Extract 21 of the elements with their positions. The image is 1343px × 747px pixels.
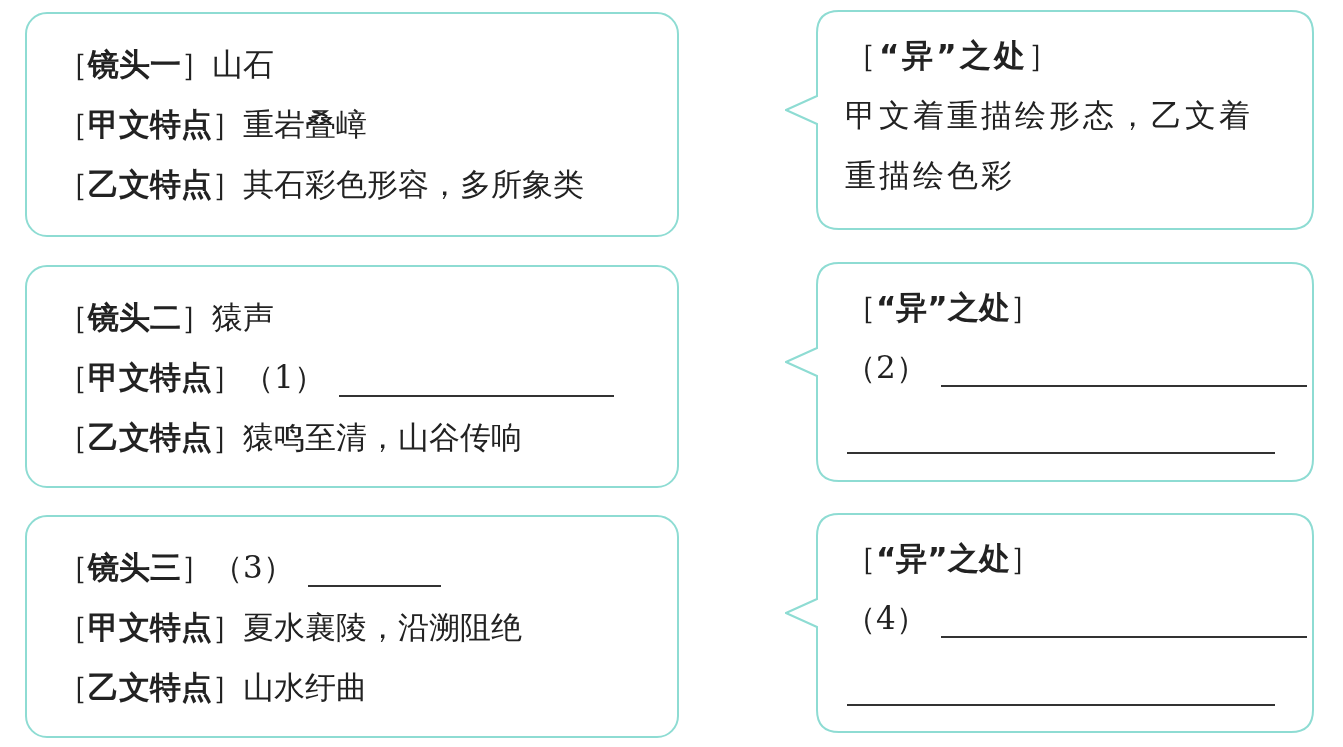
card-text: ［乙文特点］其石彩色形容，多所象类 <box>57 165 584 204</box>
card-text: ［镜头三］（3） <box>57 548 294 587</box>
card-text: ［乙文特点］山水纡曲 <box>57 668 367 707</box>
text-card <box>25 265 679 488</box>
bubble-text: （2） <box>845 348 927 387</box>
card-text: ［甲文特点］夏水襄陵，沿溯阻绝 <box>57 608 522 647</box>
bubble-text: ［“异”之处］ <box>845 288 1041 327</box>
card-text: ［镜头一］山石 <box>57 45 274 84</box>
card-text: ［乙文特点］猿鸣至清，山谷传响 <box>57 418 522 457</box>
speech-bubble <box>785 10 1314 230</box>
bubble-text: ［“异”之处］ <box>845 36 1063 75</box>
text-card <box>25 12 679 237</box>
speech-bubble <box>785 262 1314 482</box>
card-text: ［甲文特点］（1） <box>57 358 325 397</box>
speech-bubble <box>785 513 1314 733</box>
bubble-text: ［“异”之处］ <box>845 539 1041 578</box>
bubble-text: 甲文着重描绘形态，乙文着重描绘色彩 <box>845 96 1254 195</box>
bubble-text: （4） <box>845 599 927 638</box>
card-text: ［甲文特点］重岩叠嶂 <box>57 105 367 144</box>
card-text: ［镜头二］猿声 <box>57 298 274 337</box>
text-card <box>25 515 679 738</box>
